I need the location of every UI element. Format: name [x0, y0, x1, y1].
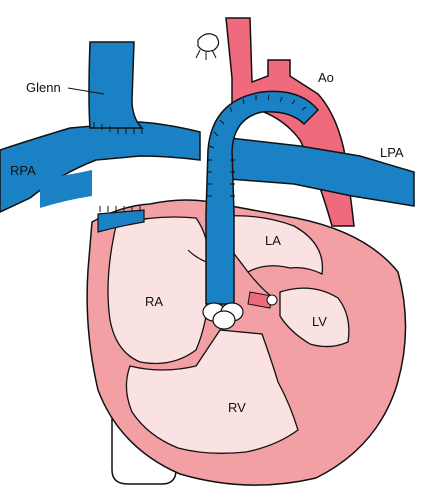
right-ventricle-chamber: [125, 329, 299, 454]
conduit: [205, 90, 320, 305]
left-atrium-chamber: [225, 215, 324, 275]
label-rpa: RPA: [10, 163, 36, 178]
aorta: [225, 17, 355, 227]
glenn-svc: [88, 41, 144, 129]
left-ventricle-chamber: [279, 287, 350, 348]
ligated-stump: [197, 33, 220, 52]
suture-marks-glenn: [93, 122, 143, 212]
label-lpa: LPA: [380, 145, 404, 160]
label-ra: RA: [145, 294, 163, 309]
glenn-leader-line: [67, 87, 105, 95]
suture-marks-conduit: [207, 94, 307, 197]
label-lv: LV: [312, 314, 327, 329]
right-atrium-chamber: [107, 216, 211, 365]
label-la: LA: [265, 233, 281, 248]
right-pulmonary-artery: [0, 121, 201, 213]
conduit-valve: [202, 302, 244, 330]
svc-stub: [97, 209, 145, 233]
label-glenn: Glenn: [26, 80, 61, 95]
label-rv: RV: [228, 400, 246, 415]
label-ao: Ao: [318, 70, 334, 85]
left-pulmonary-artery: [211, 135, 415, 207]
lv-patch: [266, 294, 278, 306]
lv-stump: [247, 291, 273, 309]
